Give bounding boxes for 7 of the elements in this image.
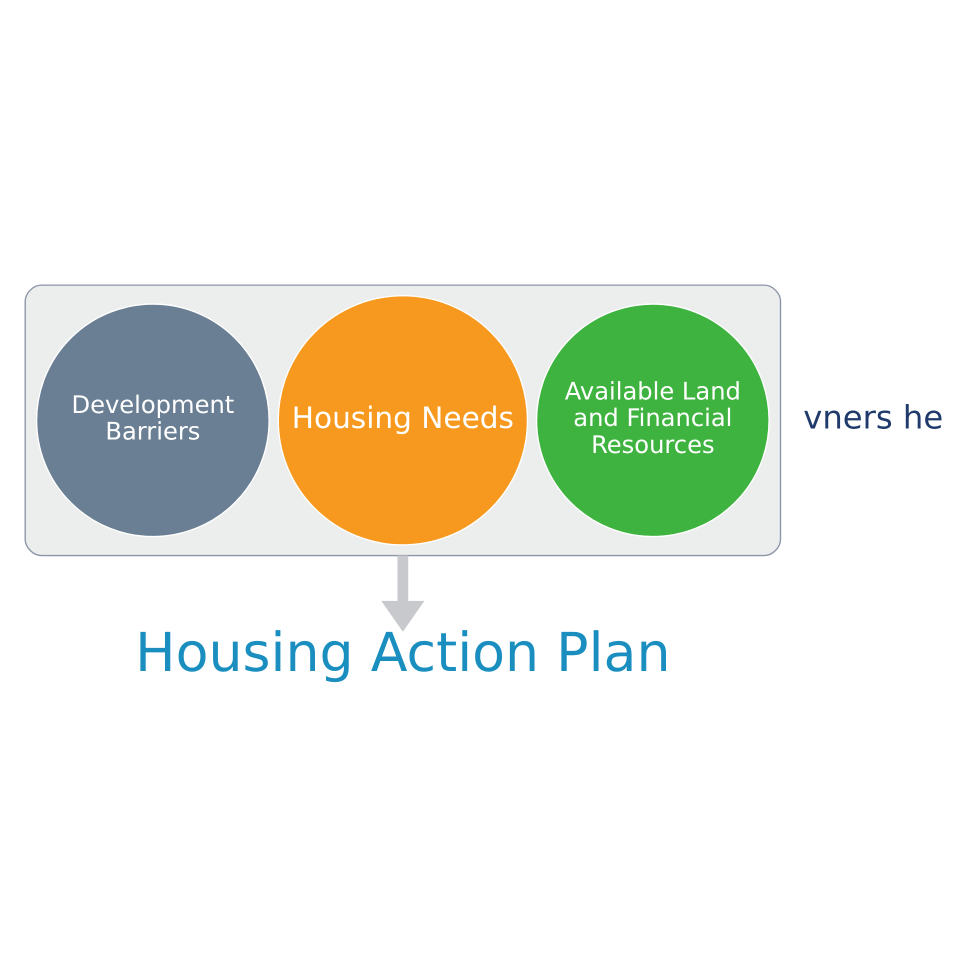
cluster bbox=[24, 284, 782, 556]
label: vners he bbox=[803, 398, 944, 437]
node-text: Housing Action Plan bbox=[135, 621, 671, 684]
arrow bbox=[381, 556, 424, 632]
node-circle: Development Barriers bbox=[36, 303, 270, 538]
node-circle: Available Land and Financial Resources bbox=[536, 303, 770, 538]
node-circle: Housing Needs bbox=[278, 295, 528, 546]
